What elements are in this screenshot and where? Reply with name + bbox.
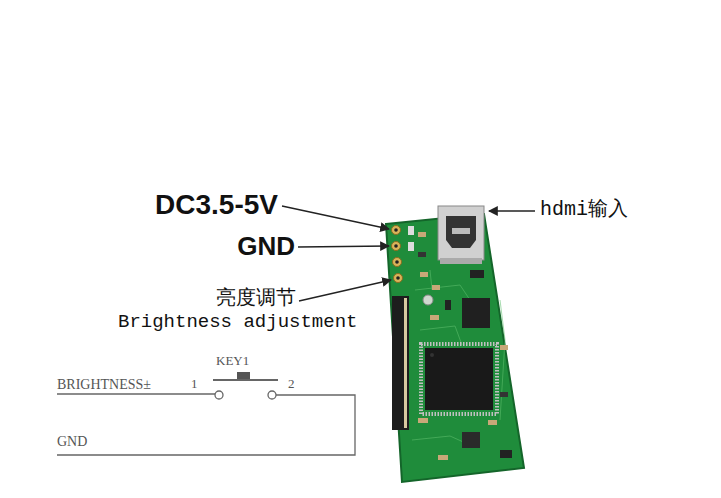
signal-name: GND xyxy=(57,434,87,449)
part-name: KEY1 xyxy=(216,354,249,368)
leader-lines xyxy=(282,206,535,301)
pcb-traces xyxy=(412,270,505,445)
hdmi-connector xyxy=(438,206,484,264)
signal-name: BRIGHTNESS± xyxy=(57,377,151,392)
voltage-label: DC3.5-5V xyxy=(155,190,278,221)
regulator-chip xyxy=(462,298,490,328)
pin-number: 2 xyxy=(288,377,295,391)
key-schematic xyxy=(57,372,355,455)
small-chip xyxy=(462,432,480,448)
input-label: hdmi输入 xyxy=(540,199,628,221)
pin-number: 1 xyxy=(191,377,198,391)
function-label: Brightness adjustment xyxy=(118,312,357,333)
function-label: 亮度调节 xyxy=(216,286,296,308)
fpc-connector xyxy=(392,296,409,430)
small-components xyxy=(418,270,512,460)
main-chip xyxy=(421,344,497,414)
pin-label: GND xyxy=(237,232,295,261)
